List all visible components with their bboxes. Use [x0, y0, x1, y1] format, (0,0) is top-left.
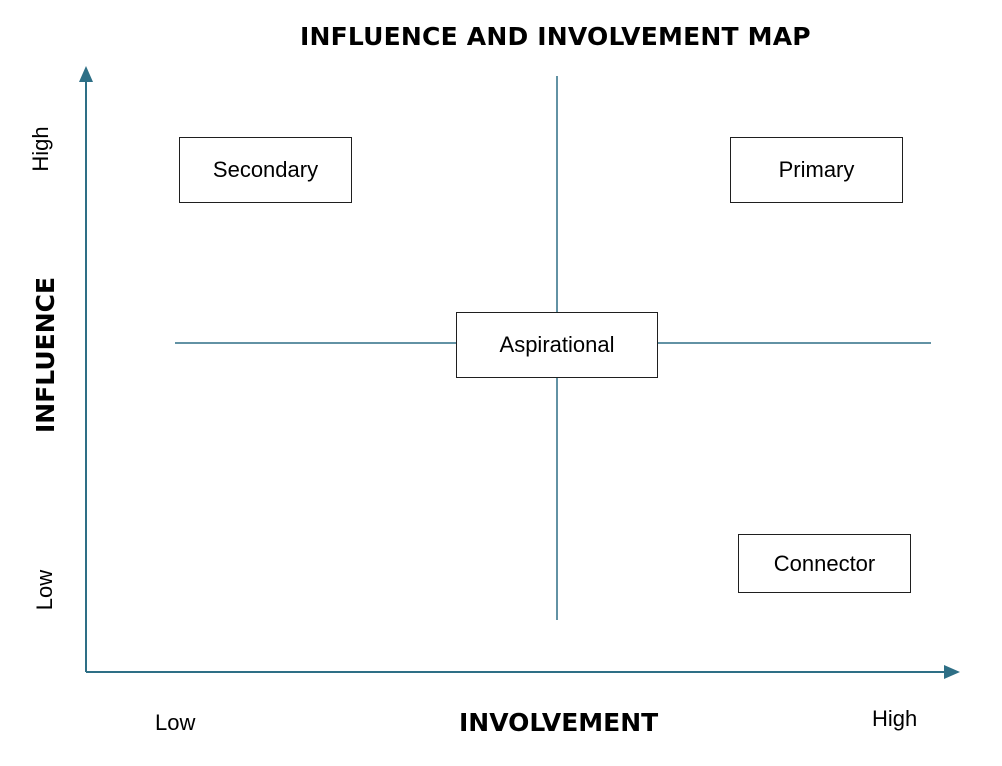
- x-axis-low-label: Low: [155, 710, 196, 735]
- x-axis-high-label: High: [872, 706, 918, 731]
- map-title: INFLUENCE AND INVOLVEMENT MAP: [300, 22, 811, 51]
- y-axis-low-label: Low: [32, 569, 57, 611]
- y-axis-arrowhead: [79, 66, 93, 82]
- aspirational-box: Aspirational: [456, 312, 658, 378]
- y-axis-high-label: High: [28, 126, 53, 172]
- primary-box: Primary: [730, 137, 903, 203]
- connector-box: Connector: [738, 534, 911, 593]
- secondary-box: Secondary: [179, 137, 352, 203]
- x-axis-title: INVOLVEMENT: [459, 708, 659, 737]
- y-axis-title: INFLUENCE: [31, 276, 60, 433]
- x-axis-arrowhead: [944, 665, 960, 679]
